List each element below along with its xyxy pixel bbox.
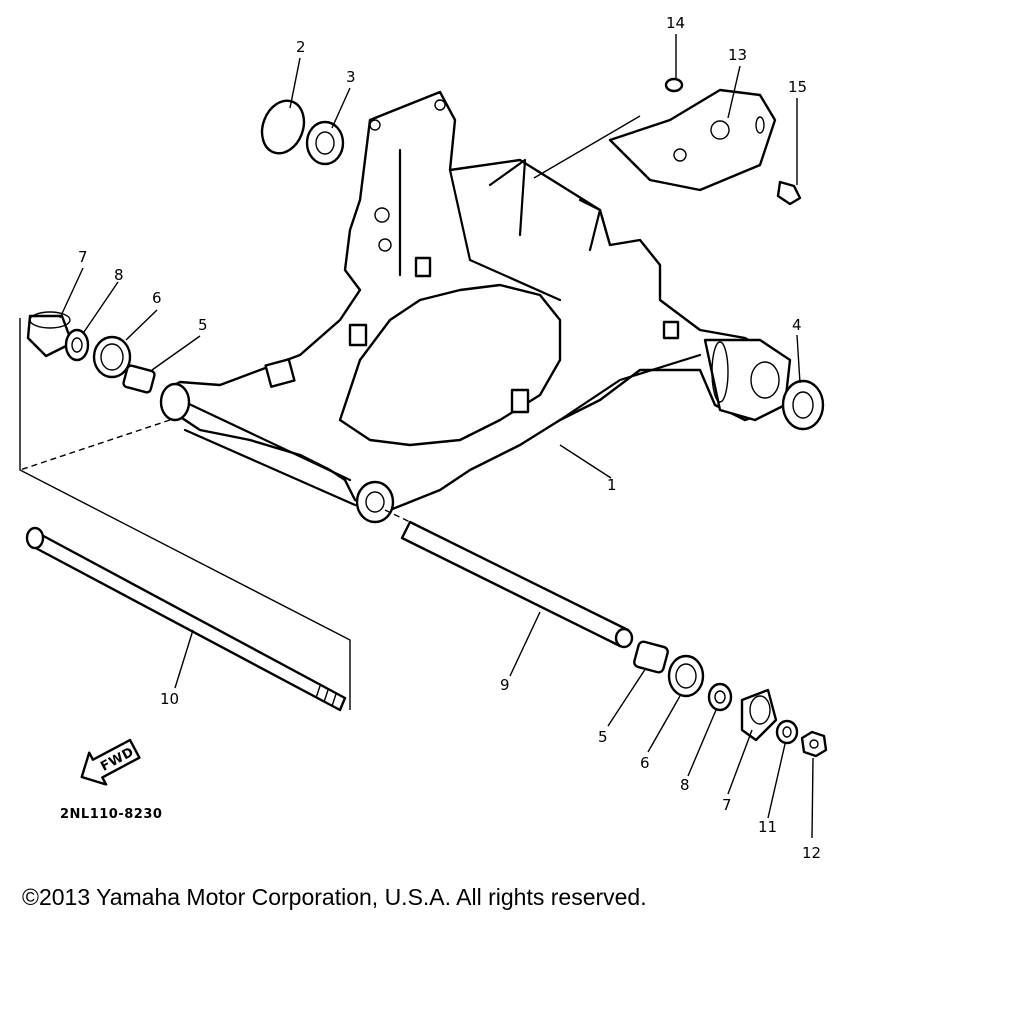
drawing-code: 2NL110-8230	[60, 807, 162, 822]
washer-left[interactable]	[64, 328, 90, 362]
callout-10: 10	[160, 690, 179, 708]
alignment-lines	[19, 318, 411, 710]
bolt-15[interactable]	[776, 180, 802, 206]
thrust-cover-left[interactable]	[92, 335, 132, 379]
callout-labels: 2 3 14 13 15 4 1 7 8 6 5 10 9 5 6 8 7 11…	[78, 14, 821, 862]
callout-1: 1	[607, 476, 617, 494]
callout-9: 9	[500, 676, 510, 694]
callout-15: 15	[788, 78, 807, 96]
oil-seal-right[interactable]	[781, 379, 825, 431]
thrust-cover-right[interactable]	[667, 654, 705, 698]
nut-12[interactable]	[800, 730, 828, 758]
callout-7-right: 7	[722, 796, 732, 814]
leader-lines	[59, 34, 814, 839]
callout-8-right: 8	[680, 776, 690, 794]
bushing-left[interactable]	[122, 364, 156, 394]
callout-4: 4	[792, 316, 802, 334]
oil-seal-top[interactable]	[305, 120, 345, 166]
callout-6-left: 6	[152, 289, 162, 307]
cap-right[interactable]	[740, 688, 778, 742]
callout-5-left: 5	[198, 316, 208, 334]
callout-11: 11	[758, 818, 777, 836]
callout-13: 13	[728, 46, 747, 64]
pivot-shaft-short[interactable]	[400, 520, 634, 649]
callout-3: 3	[346, 68, 356, 86]
washer-11[interactable]	[775, 719, 799, 745]
o-ring[interactable]	[255, 95, 311, 159]
fwd-arrow-icon: FWD	[80, 738, 141, 786]
cap-14[interactable]	[664, 77, 684, 93]
bracket-13[interactable]	[608, 88, 777, 192]
callout-7-left: 7	[78, 248, 88, 266]
callout-2: 2	[296, 38, 306, 56]
swingarm-body[interactable]	[159, 90, 792, 524]
cap-left[interactable]	[26, 311, 74, 358]
pivot-shaft-long[interactable]	[25, 526, 347, 712]
bushing-right[interactable]	[633, 640, 669, 674]
callout-12: 12	[802, 844, 821, 862]
copyright-notice: ©2013 Yamaha Motor Corporation, U.S.A. A…	[22, 884, 647, 910]
washer-right[interactable]	[707, 682, 733, 712]
callout-5-right: 5	[598, 728, 608, 746]
callout-8-left: 8	[114, 266, 124, 284]
callout-14: 14	[666, 14, 685, 32]
callout-6-right: 6	[640, 754, 650, 772]
